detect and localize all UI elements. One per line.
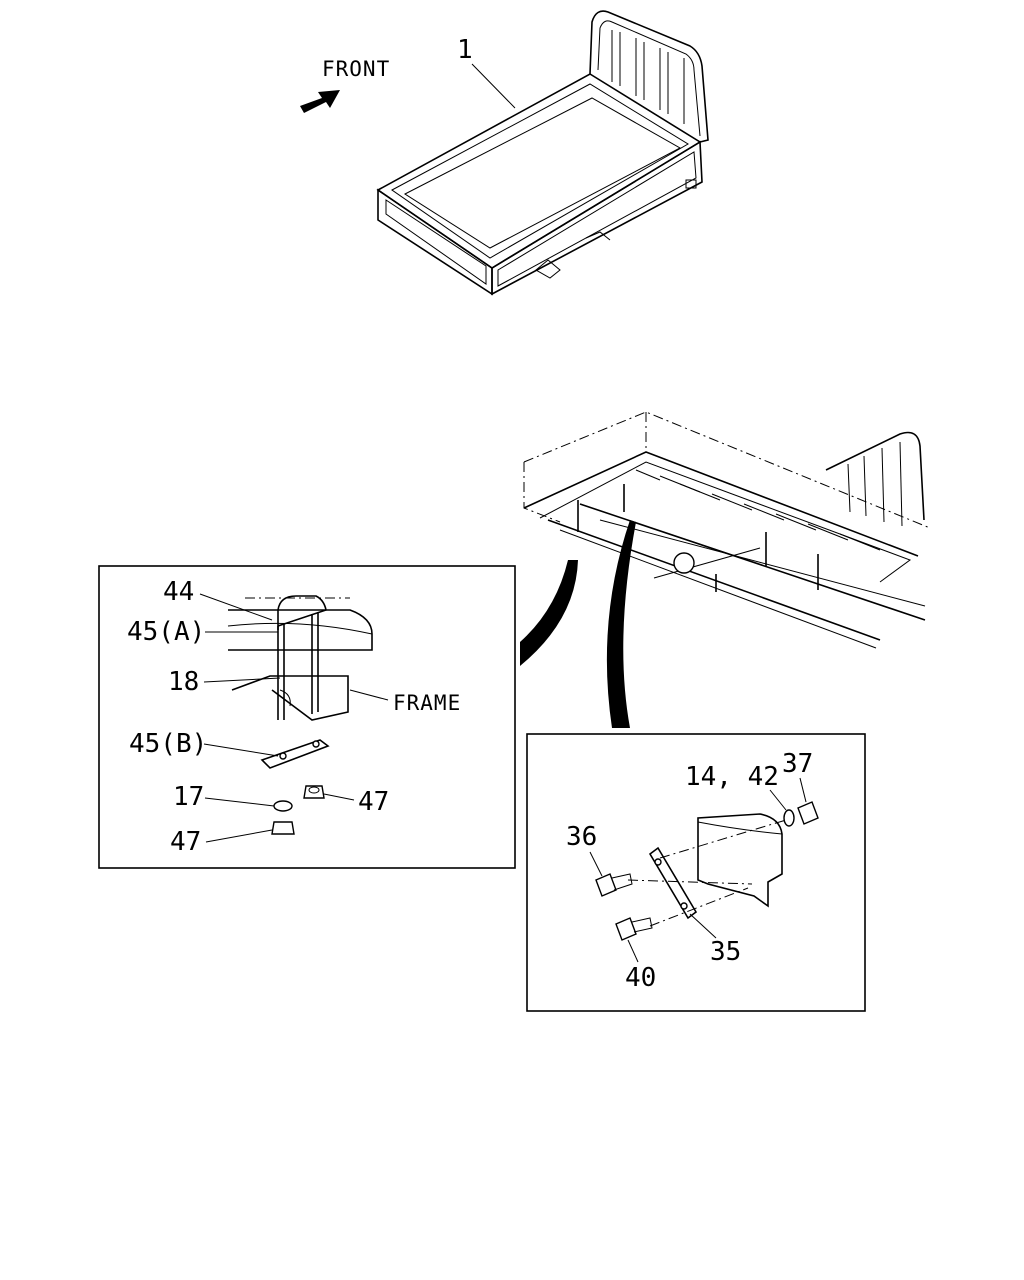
callout-47-right: 47 xyxy=(358,787,389,817)
front-label: FRONT xyxy=(322,57,390,81)
chassis-drawing xyxy=(520,411,931,728)
callout-37: 37 xyxy=(782,749,813,779)
detail-box-left: 44 45(A) 18 FRAME 45(B) 17 47 47 xyxy=(98,565,516,869)
callout-35: 35 xyxy=(710,937,741,967)
frame-label: FRAME xyxy=(393,691,461,715)
front-arrow-icon xyxy=(300,90,340,113)
detail-box-right: 14, 42 37 36 35 40 xyxy=(526,733,866,1012)
callout-17: 17 xyxy=(173,782,204,812)
callout-36: 36 xyxy=(566,822,597,852)
callout-40: 40 xyxy=(625,963,656,993)
cargo-body-drawing: FRONT 1 xyxy=(300,10,709,296)
callout-18: 18 xyxy=(168,667,199,697)
callout-14-42: 14, 42 xyxy=(685,762,779,792)
callout-1: 1 xyxy=(457,35,473,65)
callout-47-bottom: 47 xyxy=(170,827,201,857)
callout-44: 44 xyxy=(163,577,194,607)
callout-45b: 45(B) xyxy=(129,729,207,759)
callout-45a: 45(A) xyxy=(127,617,205,647)
